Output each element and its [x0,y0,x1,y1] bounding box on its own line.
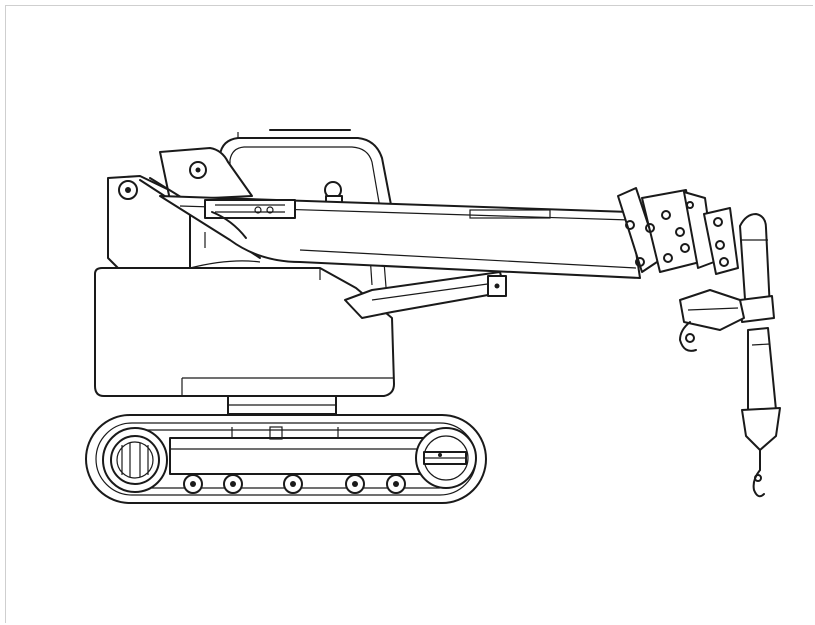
upper-body [94,260,395,397]
luffing-cylinder [344,271,507,319]
telescopic-boom [159,187,739,279]
fly-jib [741,327,781,498]
slewing-ring [227,395,337,415]
crawler-track [85,414,487,504]
main-hook-block [679,289,745,352]
boom-tip [739,213,775,323]
image-frame [5,5,813,623]
idler-wheel [415,427,477,489]
drive-sprocket [102,427,168,493]
road-wheels [183,474,406,494]
